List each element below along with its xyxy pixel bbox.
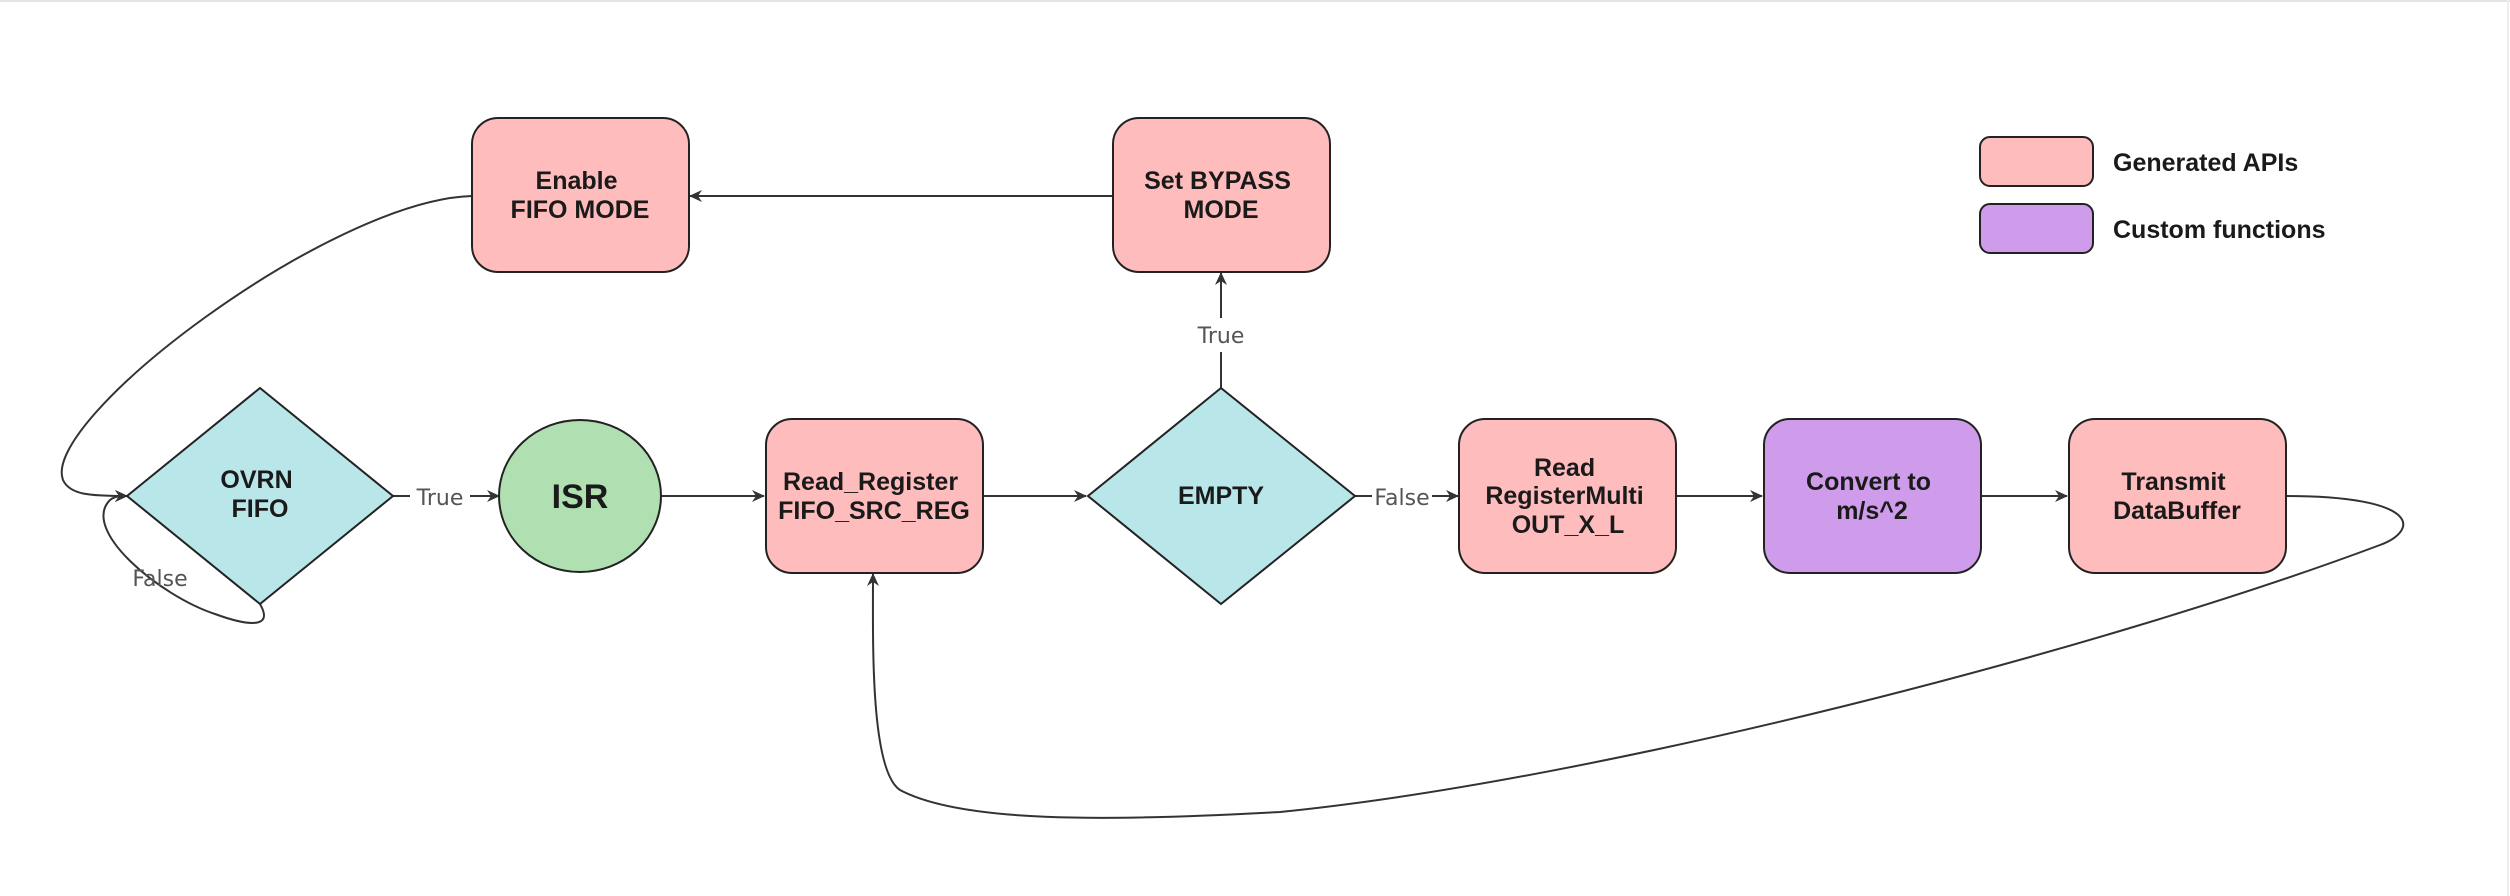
read-register-line-1: Read_Register: [783, 468, 958, 496]
node-convert: Convert to m/s^2: [1763, 418, 1982, 574]
read-multi-line-1: Read: [1534, 454, 1595, 482]
read-register-line-2: FIFO_SRC_REG: [778, 497, 970, 525]
edge-ovrn-false-loop: [102, 490, 265, 624]
enable-fifo-line-2: FIFO MODE: [511, 196, 650, 224]
read-multi-line-2: RegisterMulti: [1485, 482, 1643, 510]
edge-label-empty-false: False: [1374, 486, 1429, 511]
ovrn-line-2: FIFO: [232, 495, 289, 523]
node-isr: ISR: [498, 419, 662, 573]
edge-label-ovrn-true: True: [416, 486, 464, 511]
edge-transmit-to-read-register: [866, 495, 2405, 819]
svg-text:Enable FIFO MODE: Enable FIFO MODE: [511, 167, 650, 224]
read-multi-line-3: OUT_X_L: [1512, 511, 1625, 539]
svg-text:Read RegisterMulti: Read RegisterMulti OUT_X_L: [1485, 454, 1650, 539]
set-bypass-line-2: MODE: [1184, 196, 1259, 224]
legend: Generated APIs Custom functions: [1979, 136, 2326, 254]
legend-label-generated: Generated APIs: [2113, 149, 2298, 177]
svg-text:EMPTY: EMPTY: [1178, 482, 1264, 510]
node-enable-fifo-mode: Enable FIFO MODE: [471, 117, 690, 273]
transmit-line-1: Transmit: [2121, 468, 2226, 496]
set-bypass-line-1: Set BYPASS: [1144, 167, 1291, 195]
svg-text:Transmit DataBuffer: Transmit DataBuffer: [2113, 468, 2241, 525]
transmit-line-2: DataBuffer: [2113, 497, 2241, 525]
edge-label-ovrn-false: False: [132, 567, 187, 592]
edge-enable-fifo-to-ovrn: [60, 195, 473, 502]
svg-text:Convert to m/s^2: Convert to m/s^2: [1806, 468, 1938, 525]
node-set-bypass-mode: Set BYPASS MODE: [1112, 117, 1331, 273]
convert-line-2: m/s^2: [1836, 497, 1908, 525]
empty-label: EMPTY: [1178, 482, 1264, 510]
legend-swatch-custom: [1979, 203, 2094, 254]
edge-label-empty-true: True: [1197, 324, 1245, 349]
enable-fifo-line-1: Enable: [536, 167, 618, 195]
ovrn-line-1: OVRN: [220, 466, 292, 494]
svg-text:Set BYPASS MODE: Set BYPASS MODE: [1144, 167, 1298, 224]
svg-text:ISR: ISR: [552, 478, 609, 516]
legend-label-custom: Custom functions: [2113, 216, 2326, 244]
node-ovrn-fifo-decision: OVRN FIFO: [125, 386, 395, 606]
node-empty-decision: EMPTY: [1086, 386, 1357, 606]
node-read-register-multi: Read RegisterMulti OUT_X_L: [1458, 418, 1677, 574]
isr-label: ISR: [552, 478, 609, 516]
svg-text:OVRN FIFO: OVRN FIFO: [220, 466, 299, 523]
convert-line-1: Convert to: [1806, 468, 1931, 496]
node-read-register: Read_Register FIFO_SRC_REG: [765, 418, 984, 574]
legend-swatch-generated: [1979, 136, 2094, 187]
node-transmit: Transmit DataBuffer: [2068, 418, 2287, 574]
svg-text:Read_Register FIFO_SRC_R: Read_Register FIFO_SRC_REG: [778, 468, 970, 525]
